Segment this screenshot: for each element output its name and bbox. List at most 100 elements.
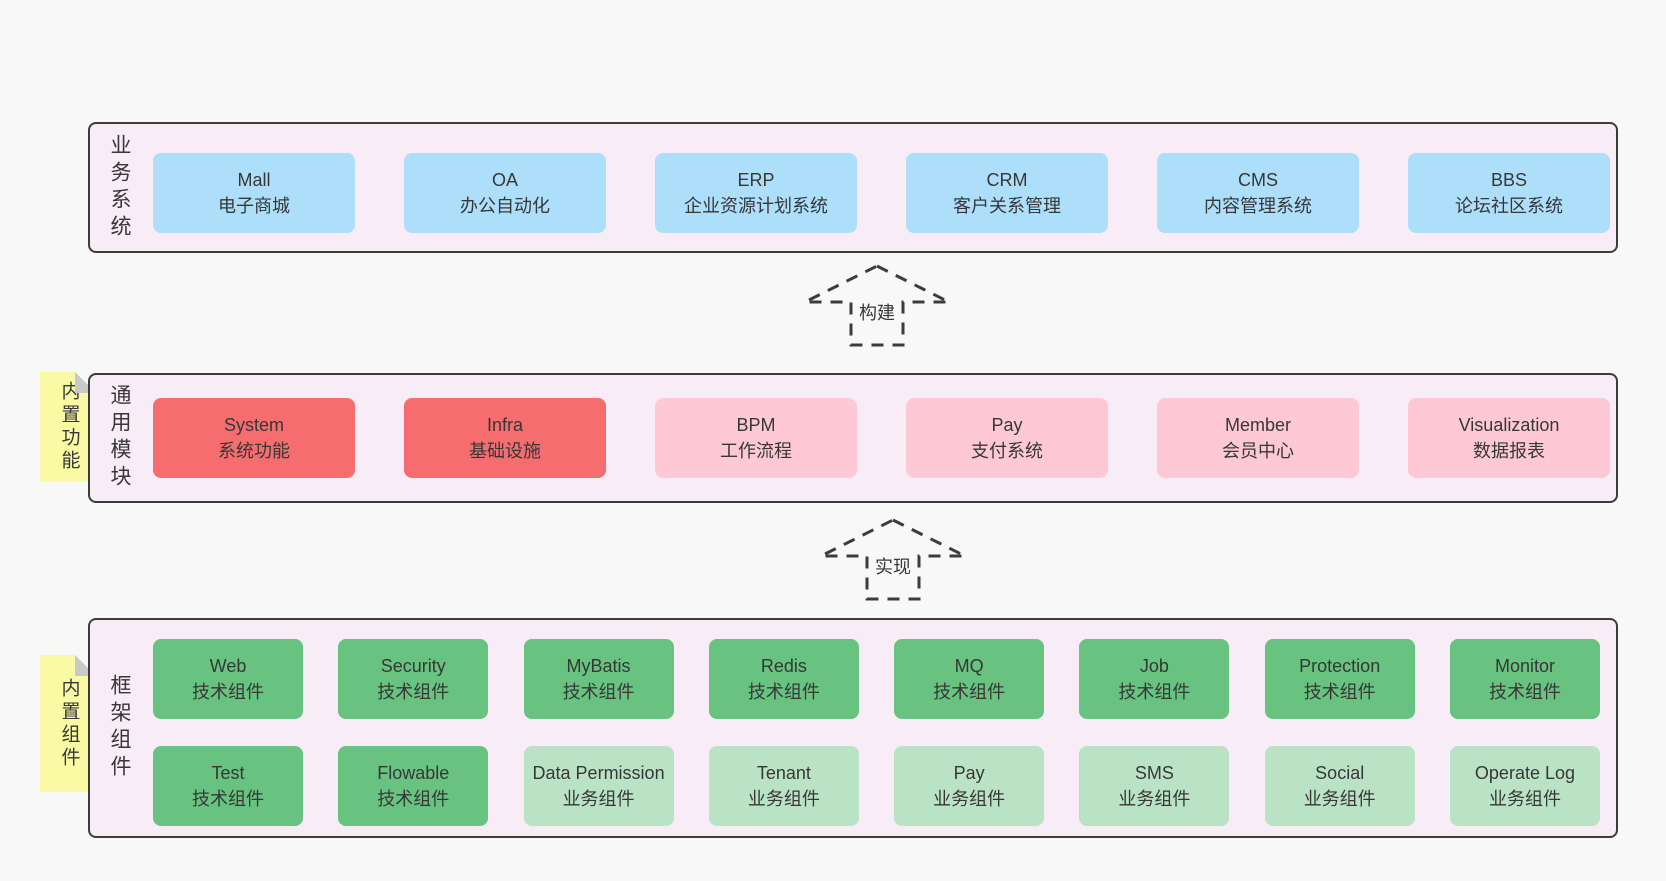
node-desc: 技术组件 <box>1118 682 1191 702</box>
node-social: Social 业务组件 <box>1264 746 1415 826</box>
node-name: System <box>223 415 284 435</box>
node-member: Member 会员中心 <box>1157 398 1359 478</box>
band-common-modules: 通用模块 System 系统功能 Infra 基础设施 BPM 工作流程 Pay… <box>88 373 1618 503</box>
node-desc: 技术组件 <box>377 789 450 809</box>
dashed-up-arrow-build: 构建 <box>802 263 952 348</box>
arrow-label-build: 构建 <box>856 299 898 325</box>
sticky-note-label: 内置组件 <box>58 677 80 770</box>
node-desc: 技术组件 <box>747 682 820 702</box>
band-title-business-systems: 业务系统 <box>108 133 131 242</box>
node-desc: 技术组件 <box>377 682 450 702</box>
node-name: Web <box>209 656 247 676</box>
node-name: Tenant <box>756 763 811 783</box>
node-desc: 业务组件 <box>933 789 1006 809</box>
node-bbs: BBS 论坛社区系统 <box>1408 153 1610 233</box>
node-name: MQ <box>954 656 984 676</box>
node-bpm: BPM 工作流程 <box>655 398 857 478</box>
node-name: BPM <box>736 415 776 435</box>
node-name: OA <box>491 170 518 190</box>
node-job: Job 技术组件 <box>1079 639 1230 719</box>
node-name: Data Permission <box>532 763 665 783</box>
node-desc: 业务组件 <box>1488 789 1561 809</box>
node-name: MyBatis <box>566 656 631 676</box>
node-name: Infra <box>486 415 524 435</box>
up-arrow-icon <box>804 264 950 347</box>
node-protection: Protection 技术组件 <box>1264 639 1415 719</box>
node-desc: 企业资源计划系统 <box>684 196 828 216</box>
node-name: Operate Log <box>1474 763 1575 783</box>
node-infra: Infra 基础设施 <box>404 398 606 478</box>
node-desc: 电子商城 <box>218 196 290 216</box>
band-business-systems: 业务系统 Mall 电子商城 OA 办公自动化 ERP 企业资源计划系统 CRM… <box>88 122 1618 253</box>
node-tenant: Tenant 业务组件 <box>708 746 859 826</box>
node-desc: 业务组件 <box>747 789 820 809</box>
node-system: System 系统功能 <box>153 398 355 478</box>
node-visualization: Visualization 数据报表 <box>1408 398 1610 478</box>
band-title-framework-components: 框架组件 <box>108 674 131 782</box>
node-desc: 技术组件 <box>192 789 264 809</box>
framework-components-row-2: Test 技术组件 Flowable 技术组件 Data Permission … <box>153 746 1600 826</box>
node-name: SMS <box>1134 763 1174 783</box>
node-desc: 技术组件 <box>933 682 1006 702</box>
node-name: Visualization <box>1458 415 1560 435</box>
sticky-note-label: 内置功能 <box>58 381 80 473</box>
node-name: Member <box>1224 415 1291 435</box>
node-security: Security 技术组件 <box>338 639 489 719</box>
node-name: ERP <box>737 170 775 190</box>
band-title-common-modules: 通用模块 <box>108 384 131 492</box>
arrow-label-implement: 实现 <box>872 553 914 579</box>
node-mq: MQ 技术组件 <box>894 639 1045 719</box>
node-operate-log: Operate Log 业务组件 <box>1449 746 1600 826</box>
node-desc: 系统功能 <box>218 441 290 461</box>
node-desc: 技术组件 <box>192 682 264 702</box>
node-name: Pay <box>953 763 985 783</box>
node-name: Mall <box>237 170 271 190</box>
node-sms: SMS 业务组件 <box>1079 746 1230 826</box>
node-desc: 基础设施 <box>469 441 541 461</box>
node-desc: 数据报表 <box>1473 441 1545 461</box>
node-name: CMS <box>1238 170 1278 190</box>
node-monitor: Monitor 技术组件 <box>1449 639 1600 719</box>
business-systems-row: Mall 电子商城 OA 办公自动化 ERP 企业资源计划系统 CRM 客户关系… <box>153 153 1610 233</box>
node-flowable: Flowable 技术组件 <box>338 746 489 826</box>
node-pay-system: Pay 支付系统 <box>906 398 1108 478</box>
node-name: Pay <box>991 415 1023 435</box>
node-desc: 工作流程 <box>720 441 792 461</box>
node-name: Flowable <box>377 763 450 783</box>
dashed-up-arrow-implement: 实现 <box>818 517 968 602</box>
sticky-note-built-in-features: 内置功能 <box>40 372 96 482</box>
node-name: Security <box>380 656 446 676</box>
common-modules-row: System 系统功能 Infra 基础设施 BPM 工作流程 Pay 支付系统… <box>153 398 1610 478</box>
node-desc: 技术组件 <box>562 682 635 702</box>
node-crm: CRM 客户关系管理 <box>906 153 1108 233</box>
node-name: Job <box>1139 656 1169 676</box>
node-desc: 客户关系管理 <box>953 196 1061 216</box>
node-name: BBS <box>1490 170 1528 190</box>
node-desc: 会员中心 <box>1222 441 1294 461</box>
node-desc: 业务组件 <box>562 789 635 809</box>
node-name: Social <box>1315 763 1365 783</box>
node-desc: 技术组件 <box>1303 682 1376 702</box>
node-name: Redis <box>760 656 807 676</box>
framework-components-row-1: Web 技术组件 Security 技术组件 MyBatis 技术组件 Redi… <box>153 639 1600 719</box>
node-desc: 业务组件 <box>1118 789 1191 809</box>
node-erp: ERP 企业资源计划系统 <box>655 153 857 233</box>
node-desc: 业务组件 <box>1303 789 1376 809</box>
node-name: CRM <box>986 170 1028 190</box>
node-desc: 论坛社区系统 <box>1455 196 1563 216</box>
node-desc: 内容管理系统 <box>1204 196 1312 216</box>
node-desc: 办公自动化 <box>460 196 550 216</box>
node-mall: Mall 电子商城 <box>153 153 355 233</box>
node-desc: 支付系统 <box>971 441 1043 461</box>
node-data-permission: Data Permission 业务组件 <box>523 746 674 826</box>
band-framework-components: 框架组件 Web 技术组件 Security 技术组件 MyBatis 技术组件… <box>88 618 1618 838</box>
node-web: Web 技术组件 <box>153 639 303 719</box>
node-desc: 技术组件 <box>1488 682 1561 702</box>
node-pay-component: Pay 业务组件 <box>894 746 1045 826</box>
node-name: Monitor <box>1494 656 1555 676</box>
node-oa: OA 办公自动化 <box>404 153 606 233</box>
node-test: Test 技术组件 <box>153 746 303 826</box>
node-mybatis: MyBatis 技术组件 <box>523 639 674 719</box>
node-redis: Redis 技术组件 <box>708 639 859 719</box>
